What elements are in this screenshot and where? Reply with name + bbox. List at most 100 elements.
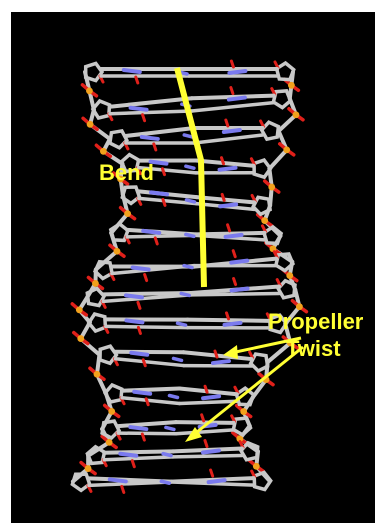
nitrogen-bond bbox=[110, 479, 126, 481]
dna-helix-illustration bbox=[11, 12, 375, 523]
base-bond bbox=[122, 398, 179, 404]
nitrogen-bond bbox=[131, 353, 147, 355]
nitrogen-bond bbox=[186, 166, 194, 168]
base-bond bbox=[196, 233, 265, 235]
nitrogen-bond bbox=[209, 480, 225, 482]
base-bond bbox=[104, 457, 173, 460]
phosphorus-atom bbox=[108, 408, 115, 415]
backbone-bond bbox=[269, 150, 286, 169]
carbonyl-oxygen bbox=[142, 434, 144, 440]
phosphorus-atom bbox=[286, 272, 293, 279]
nitrogen-bond bbox=[178, 323, 186, 325]
base-bond bbox=[176, 430, 234, 434]
base-bond bbox=[118, 433, 176, 434]
nitrogen-bond bbox=[151, 192, 167, 194]
carbonyl-oxygen bbox=[145, 275, 147, 281]
nitrogen-bond bbox=[163, 454, 171, 456]
carbonyl-oxygen bbox=[138, 302, 140, 308]
phosphorus-atom bbox=[77, 335, 84, 342]
bend-label: Bend bbox=[99, 161, 154, 184]
nitrogen-bond bbox=[225, 323, 241, 325]
carbonyl-oxygen bbox=[222, 158, 224, 164]
carbonyl-oxygen bbox=[227, 313, 229, 319]
phosphorus-atom bbox=[124, 210, 131, 217]
base-bond bbox=[176, 422, 234, 423]
phosphorus-atom bbox=[293, 111, 300, 118]
carbonyl-oxygen bbox=[138, 327, 140, 333]
base-bond bbox=[122, 389, 179, 391]
nitrogen-bond bbox=[169, 395, 177, 397]
base-bond bbox=[110, 111, 192, 114]
carbonyl-oxygen bbox=[122, 486, 124, 492]
phosphorus-atom bbox=[76, 306, 83, 313]
nitrogen-bond bbox=[220, 204, 236, 206]
nitrogen-bond bbox=[134, 392, 150, 394]
sugar-ring bbox=[110, 131, 127, 148]
carbonyl-oxygen bbox=[146, 399, 148, 405]
dna-figure-panel: Bend Propeller Twist bbox=[11, 12, 375, 523]
carbonyl-oxygen bbox=[162, 169, 164, 175]
propeller-label: Propeller bbox=[268, 310, 363, 333]
base-bond bbox=[192, 103, 274, 111]
nitrogen-bond bbox=[143, 231, 159, 233]
twist-label: Twist bbox=[286, 337, 341, 360]
phosphorus-atom bbox=[261, 217, 268, 224]
nitrogen-bond bbox=[142, 137, 158, 139]
nitrogen-bond bbox=[174, 358, 182, 360]
carbonyl-oxygen bbox=[205, 441, 207, 447]
carbonyl-oxygen bbox=[202, 415, 204, 421]
nitrogen-bond bbox=[224, 130, 240, 132]
phosphorus-atom bbox=[253, 463, 260, 470]
nitrogen-bond bbox=[184, 135, 192, 137]
nitrogen-bond bbox=[181, 293, 189, 295]
carbonyl-oxygen bbox=[233, 251, 235, 257]
phosphorus-atom bbox=[106, 439, 113, 446]
phosphorus-atom bbox=[288, 82, 295, 89]
carbonyl-oxygen bbox=[143, 360, 145, 366]
phosphorus-atom bbox=[114, 248, 121, 255]
nitrogen-bond bbox=[166, 427, 174, 429]
nitrogen-bond bbox=[229, 98, 245, 100]
phosphorus-atom bbox=[268, 184, 275, 191]
carbonyl-oxygen bbox=[222, 194, 224, 200]
phosphorus-atom bbox=[85, 465, 92, 472]
phosphorus-atom bbox=[240, 408, 247, 415]
backbone-bond bbox=[279, 115, 296, 131]
nitrogen-bond bbox=[161, 481, 169, 483]
base-bond bbox=[110, 98, 192, 106]
nitrogen-bond bbox=[120, 454, 136, 456]
nitrogen-bond bbox=[203, 396, 219, 398]
carbonyl-oxygen bbox=[154, 144, 156, 150]
sugar-ring bbox=[102, 421, 119, 438]
nitrogen-bond bbox=[184, 266, 192, 268]
nitrogen-bond bbox=[124, 70, 140, 72]
phosphorus-atom bbox=[87, 121, 94, 128]
base-bond bbox=[191, 294, 279, 295]
carbonyl-oxygen bbox=[205, 386, 207, 392]
phosphorus-atom bbox=[100, 148, 107, 155]
base-bond bbox=[179, 401, 236, 403]
nitrogen-bond bbox=[186, 234, 194, 236]
phosphorus-atom bbox=[283, 146, 290, 153]
base-bond bbox=[173, 456, 242, 457]
nitrogen-bond bbox=[186, 200, 194, 202]
carbonyl-oxygen bbox=[143, 115, 145, 121]
nitrogen-bond bbox=[229, 71, 245, 73]
carbonyl-oxygen bbox=[234, 279, 236, 285]
nitrogen-bond bbox=[203, 451, 219, 453]
carbonyl-oxygen bbox=[163, 199, 165, 205]
nitrogen-bond bbox=[131, 108, 147, 110]
base-bond bbox=[118, 422, 176, 426]
nitrogen-bond bbox=[213, 361, 229, 363]
base-bond bbox=[194, 135, 262, 143]
phosphorus-atom bbox=[86, 87, 93, 94]
carbonyl-oxygen bbox=[132, 461, 134, 467]
nitrogen-bond bbox=[133, 268, 149, 270]
nitrogen-bond bbox=[130, 427, 146, 429]
base-bond bbox=[106, 326, 188, 327]
nitrogen-bond bbox=[126, 320, 142, 322]
nitrogen-bond bbox=[231, 261, 247, 263]
sugar-ring bbox=[278, 281, 295, 298]
phosphorus-atom bbox=[92, 280, 99, 287]
